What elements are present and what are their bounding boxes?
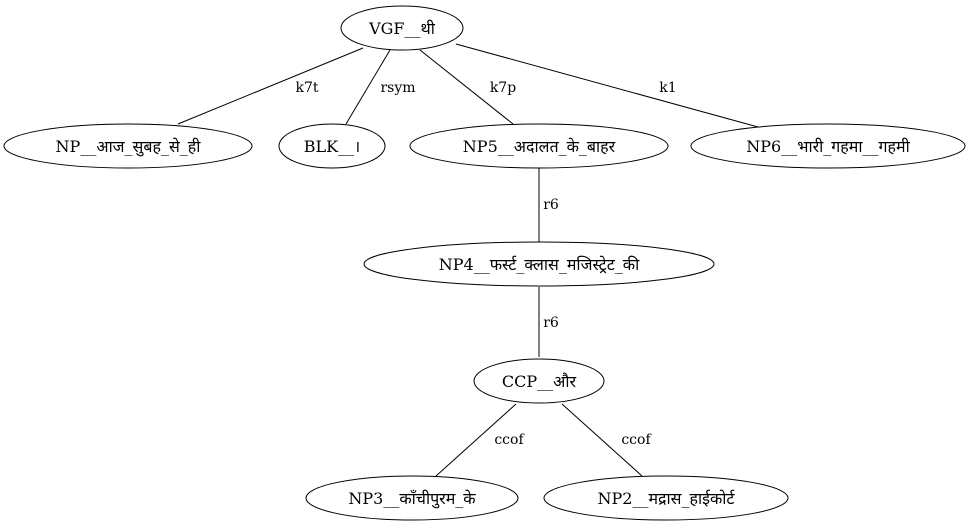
node-np-aaj: NP__आज_सुबह_से_ही [3, 123, 253, 169]
edge-vgf-blk [345, 49, 391, 125]
node-ccp: CCP__और [473, 358, 605, 404]
node-np-aaj-label: NP__आज_सुबह_से_ही [56, 137, 202, 157]
node-np2-label: NP2__मद्रास_हाईकोर्ट [598, 489, 736, 508]
edge-vgf-np6 [455, 43, 759, 128]
edge-vgf-np-aaj [177, 47, 364, 125]
node-np4: NP4__फर्स्ट_क्लास_मजिस्ट्रेट_की [363, 241, 715, 287]
edge-label-ccof-np2: ccof [621, 432, 652, 448]
node-blk-label: BLK__। [304, 137, 360, 156]
edge-label-ccof-np3: ccof [494, 432, 525, 448]
edge-label-k7p: k7p [490, 80, 516, 96]
node-blk: BLK__। [278, 123, 386, 169]
edge-ccp-np3 [435, 403, 517, 477]
edge-label-r6-ccp: r6 [543, 315, 559, 331]
node-np5-label: NP5__अदालत_के_बाहर [463, 137, 616, 156]
node-ccp-label: CCP__और [502, 372, 577, 391]
edge-label-r6-np4: r6 [543, 197, 559, 213]
node-np3-label: NP3__काँचीपुरम_के [348, 489, 476, 509]
edge-label-rsym: rsym [380, 80, 415, 96]
node-np6: NP6__भारी_गहमा__गहमी [690, 123, 966, 169]
node-np6-label: NP6__भारी_गहमा__गहमी [746, 137, 910, 156]
node-vgf-label: VGF__थी [368, 19, 436, 38]
node-np5: NP5__अदालत_के_बाहर [409, 123, 669, 169]
edge-label-k7t: k7t [295, 80, 318, 96]
node-np3: NP3__काँचीपुरम_के [305, 475, 519, 521]
node-np2: NP2__मद्रास_हाईकोर्ट [543, 475, 789, 521]
edge-label-k1: k1 [659, 80, 676, 96]
edge-ccp-np2 [561, 403, 643, 477]
node-np4-label: NP4__फर्स्ट_क्लास_मजिस्ट्रेट_की [439, 255, 640, 274]
edge-vgf-np5 [419, 49, 514, 125]
node-vgf: VGF__थी [340, 5, 464, 51]
